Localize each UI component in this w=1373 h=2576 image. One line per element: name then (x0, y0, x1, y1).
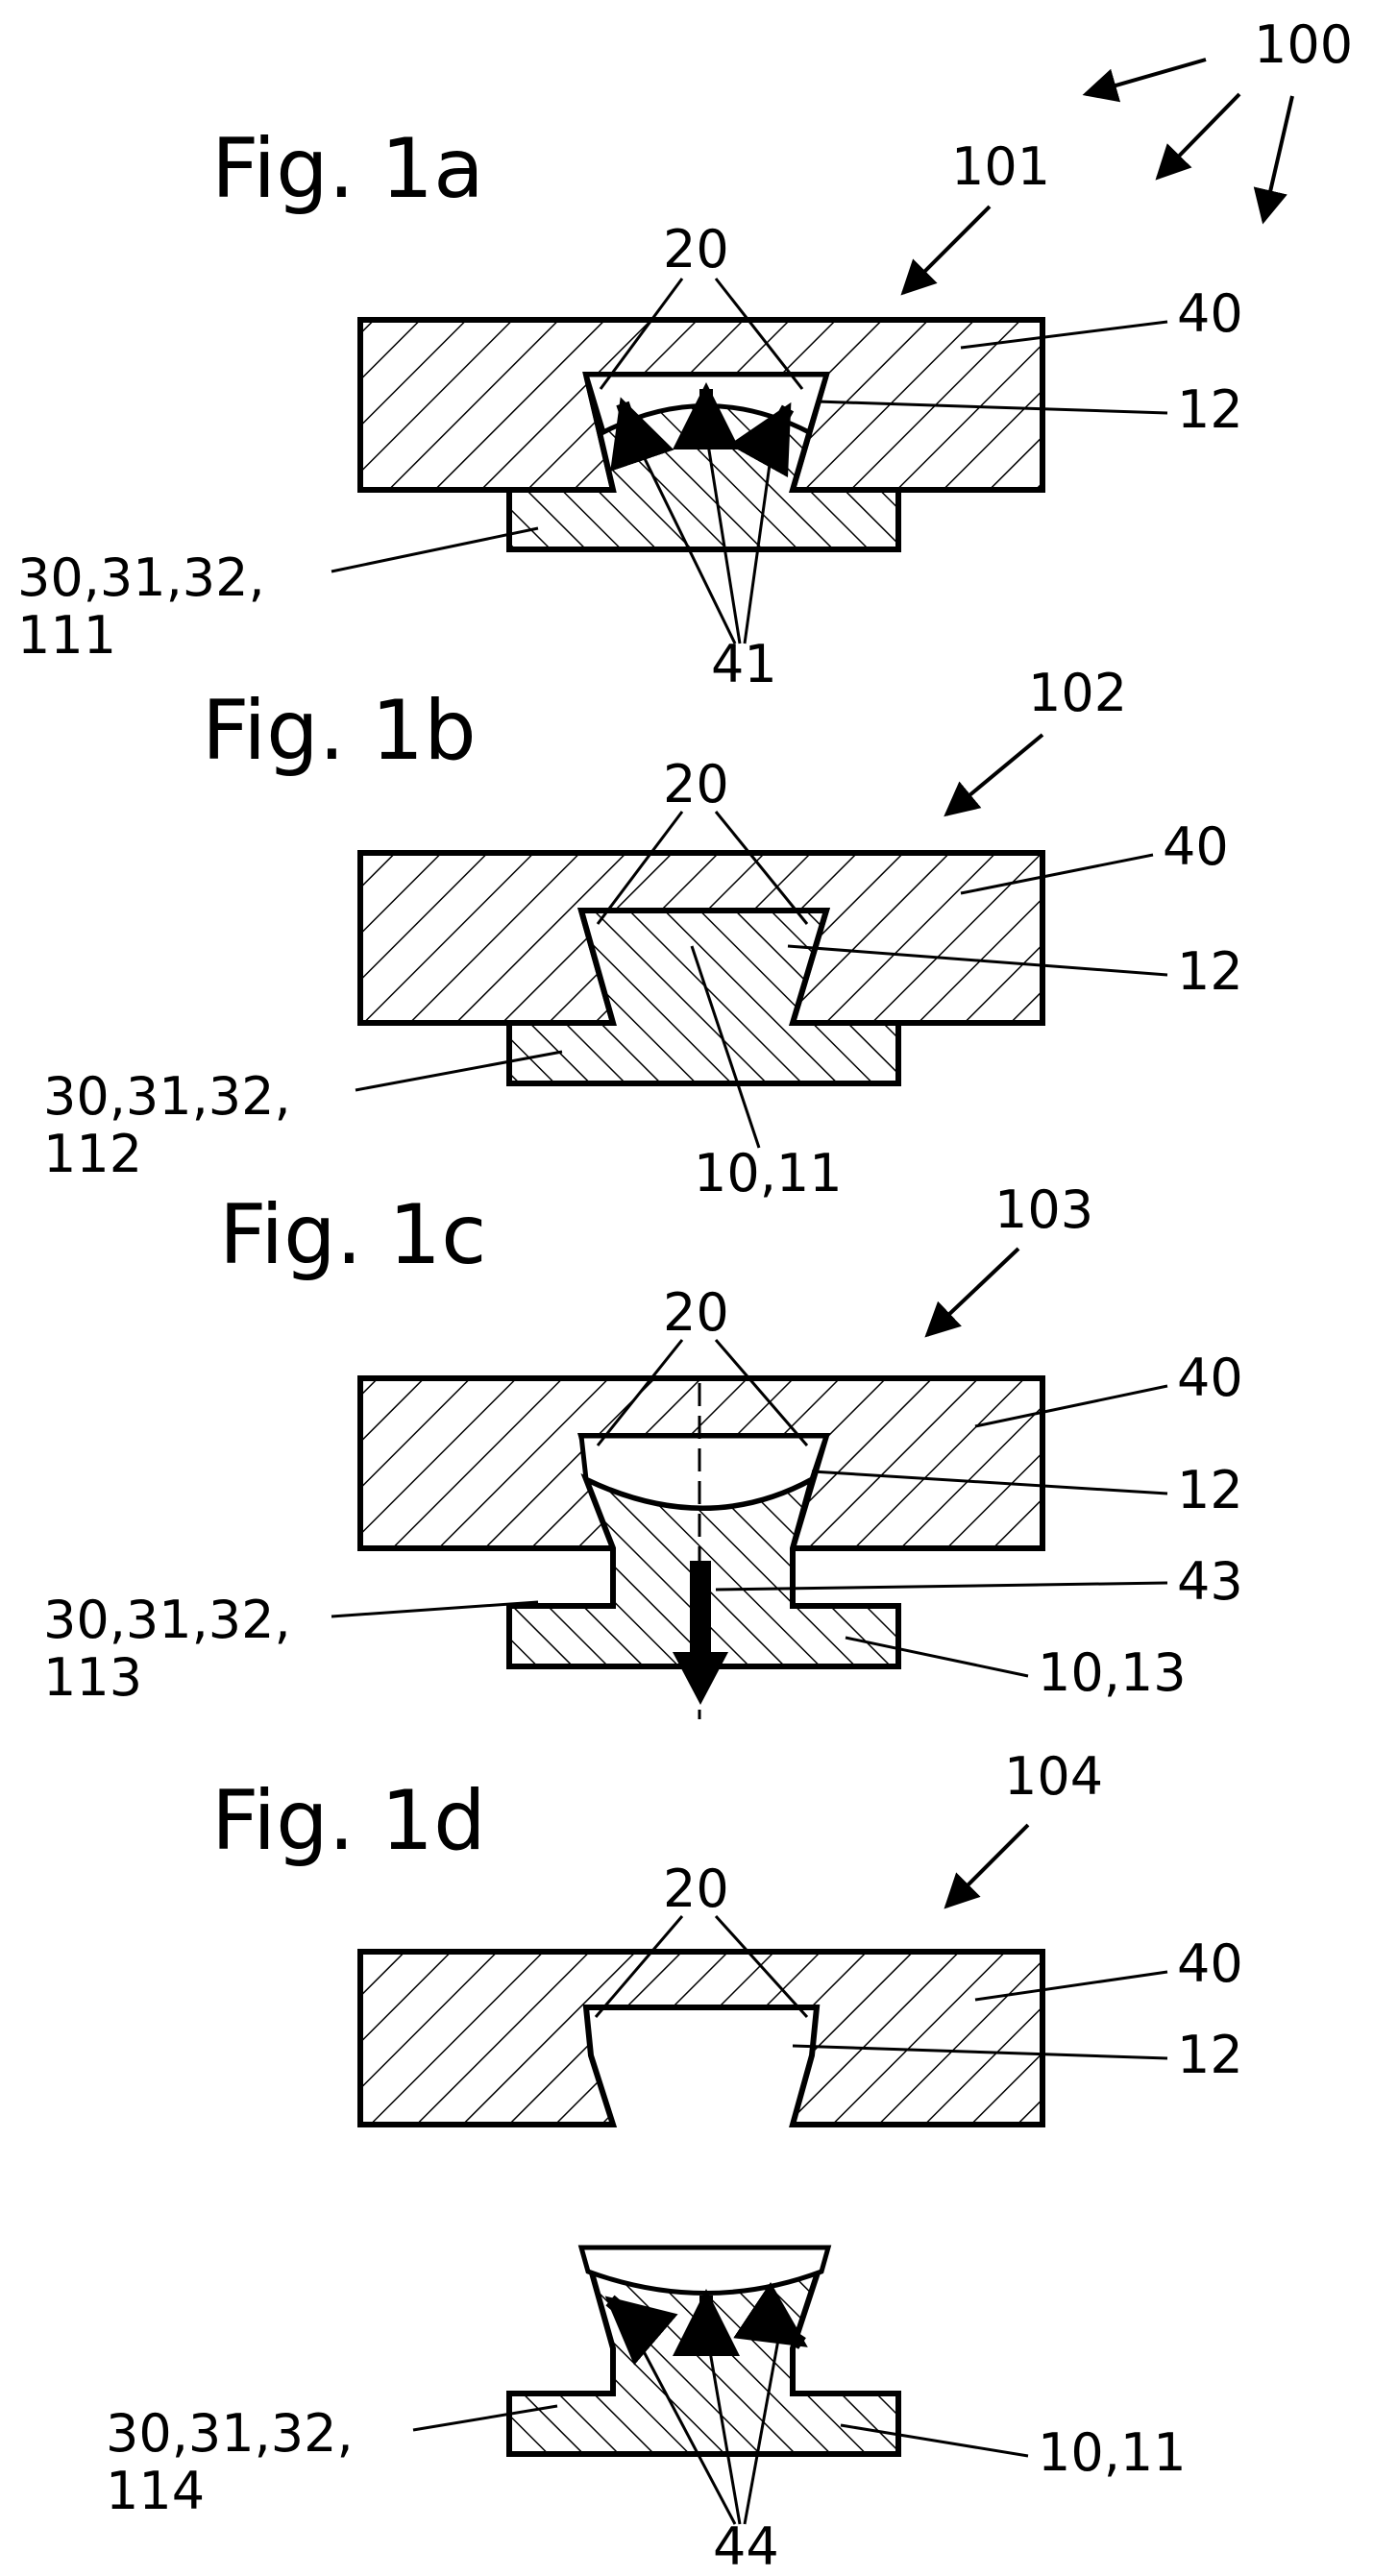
figure-title: Fig. 1a (211, 121, 484, 217)
figure-title: Fig. 1c (219, 1187, 486, 1283)
view-arrow (946, 735, 1042, 814)
svg-text:114: 114 (106, 2461, 205, 2521)
svg-text:43: 43 (1177, 1551, 1243, 1612)
svg-text:10,11: 10,11 (1038, 2422, 1187, 2483)
figure-1d: Fig. 1d 104 20 40 12 30,31,32, 114 10,11… (106, 1746, 1243, 2576)
svg-text:12: 12 (1177, 1460, 1243, 1520)
arrow-100-c (1263, 96, 1292, 221)
svg-text:40: 40 (1177, 1348, 1243, 1408)
arrow-100-b (1158, 94, 1239, 178)
svg-text:12: 12 (1177, 941, 1243, 1002)
view-ref: 101 (951, 136, 1050, 197)
view-arrow (946, 1825, 1028, 1907)
svg-text:113: 113 (43, 1647, 142, 1708)
svg-text:10,11: 10,11 (694, 1143, 843, 1203)
view-ref: 103 (994, 1179, 1093, 1240)
svg-text:112: 112 (43, 1124, 142, 1184)
base-plate (360, 1952, 1042, 2125)
svg-text:40: 40 (1163, 816, 1229, 877)
svg-text:12: 12 (1177, 379, 1243, 440)
view-ref: 104 (1004, 1746, 1103, 1807)
svg-text:40: 40 (1177, 283, 1243, 344)
svg-text:30,31,32,: 30,31,32, (17, 547, 265, 608)
svg-text:111: 111 (17, 605, 116, 666)
svg-text:20: 20 (663, 1859, 729, 1919)
svg-text:40: 40 (1177, 1933, 1243, 1994)
view-arrow (903, 207, 990, 293)
figure-title: Fig. 1d (211, 1773, 486, 1869)
figure-1c: Fig. 1c 103 20 40 12 43 30,31,32, 113 10… (43, 1179, 1243, 1719)
svg-text:44: 44 (713, 2516, 779, 2576)
figure-title: Fig. 1b (202, 683, 477, 779)
force-arrow-shaft (690, 1561, 711, 1657)
view-arrow (927, 1249, 1018, 1335)
figure-1a: Fig. 1a 101 20 40 12 30,31,32, 111 41 (17, 121, 1243, 694)
figure-1b: Fig. 1b 102 20 40 12 30,31,32, 112 10,11 (43, 663, 1243, 1203)
svg-text:20: 20 (663, 754, 729, 814)
system-ref-100: 100 (1086, 14, 1353, 221)
svg-text:10,13: 10,13 (1038, 1642, 1187, 1703)
svg-text:100: 100 (1254, 14, 1353, 75)
force-arrow-head (673, 1652, 728, 1705)
svg-text:30,31,32,: 30,31,32, (43, 1066, 291, 1127)
svg-text:20: 20 (663, 219, 729, 279)
view-ref: 102 (1028, 663, 1127, 723)
svg-text:30,31,32,: 30,31,32, (106, 2403, 354, 2464)
arrow-100-a (1086, 60, 1206, 94)
svg-text:12: 12 (1177, 2025, 1243, 2085)
svg-text:20: 20 (663, 1282, 729, 1343)
svg-text:30,31,32,: 30,31,32, (43, 1590, 291, 1650)
